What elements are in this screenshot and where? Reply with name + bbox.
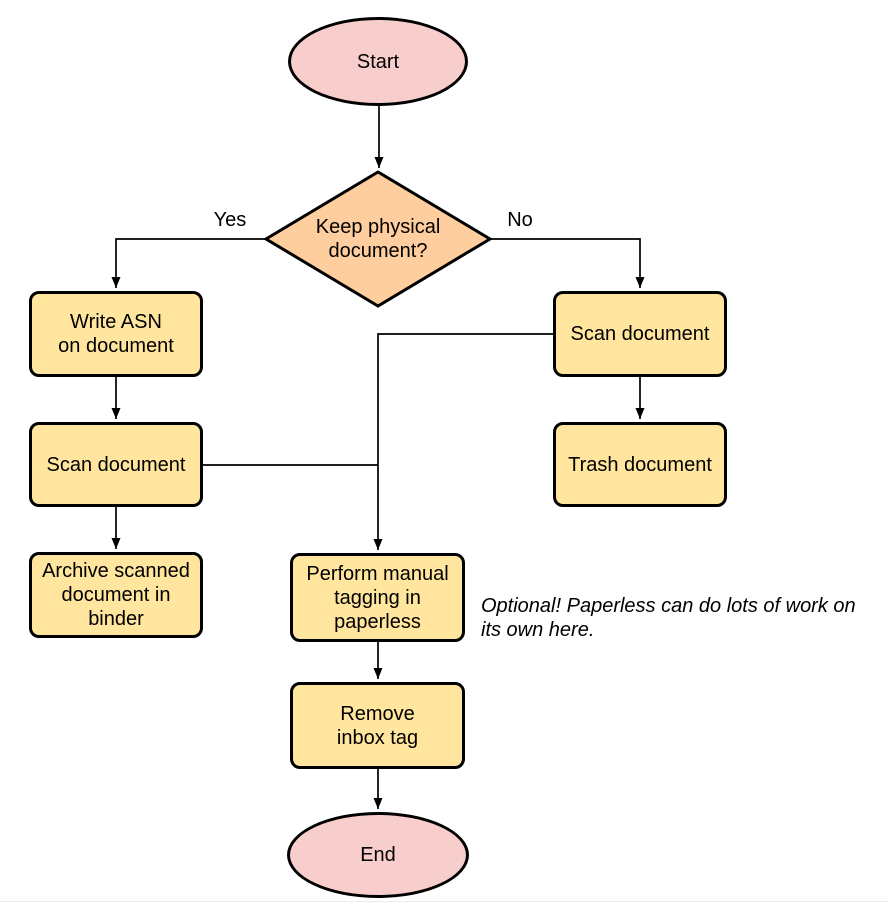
process-node-remove-inbox-tag: Remove inbox tag: [290, 682, 465, 769]
optional-note-line-1: Optional! Paperless can do lots of work …: [481, 595, 856, 617]
decision-label: Keep physical document?: [315, 216, 441, 262]
process-node-scan-document-right: Scan document: [553, 291, 727, 377]
process-node-scan-document-left: Scan document: [29, 422, 203, 507]
decision-node-keep-physical-document: Keep physical document?: [263, 169, 493, 309]
process-node-write-asn-on-document: Write ASN on document: [29, 291, 203, 377]
edge-decision-no-to-scan-right: [490, 238, 645, 288]
end-node: End: [287, 812, 469, 898]
process-node-trash-document: Trash document: [553, 422, 727, 507]
process-node-perform-manual-tagging: Perform manual tagging in paperless: [290, 553, 465, 642]
optional-note: Optional! Paperless can do lots of work …: [481, 594, 856, 642]
bottom-divider: [0, 901, 888, 902]
optional-note-line-2: its own here.: [481, 619, 595, 641]
edge-label-yes: Yes: [213, 209, 247, 231]
process-node-archive-scanned-document: Archive scanned document in binder: [29, 552, 203, 638]
edge-decision-yes-to-write-asn: [111, 238, 266, 288]
edge-label-no: No: [507, 209, 533, 231]
start-node: Start: [288, 17, 468, 106]
edge-scan-right-to-perform: [373, 333, 553, 550]
diamond-shape: [263, 170, 493, 308]
